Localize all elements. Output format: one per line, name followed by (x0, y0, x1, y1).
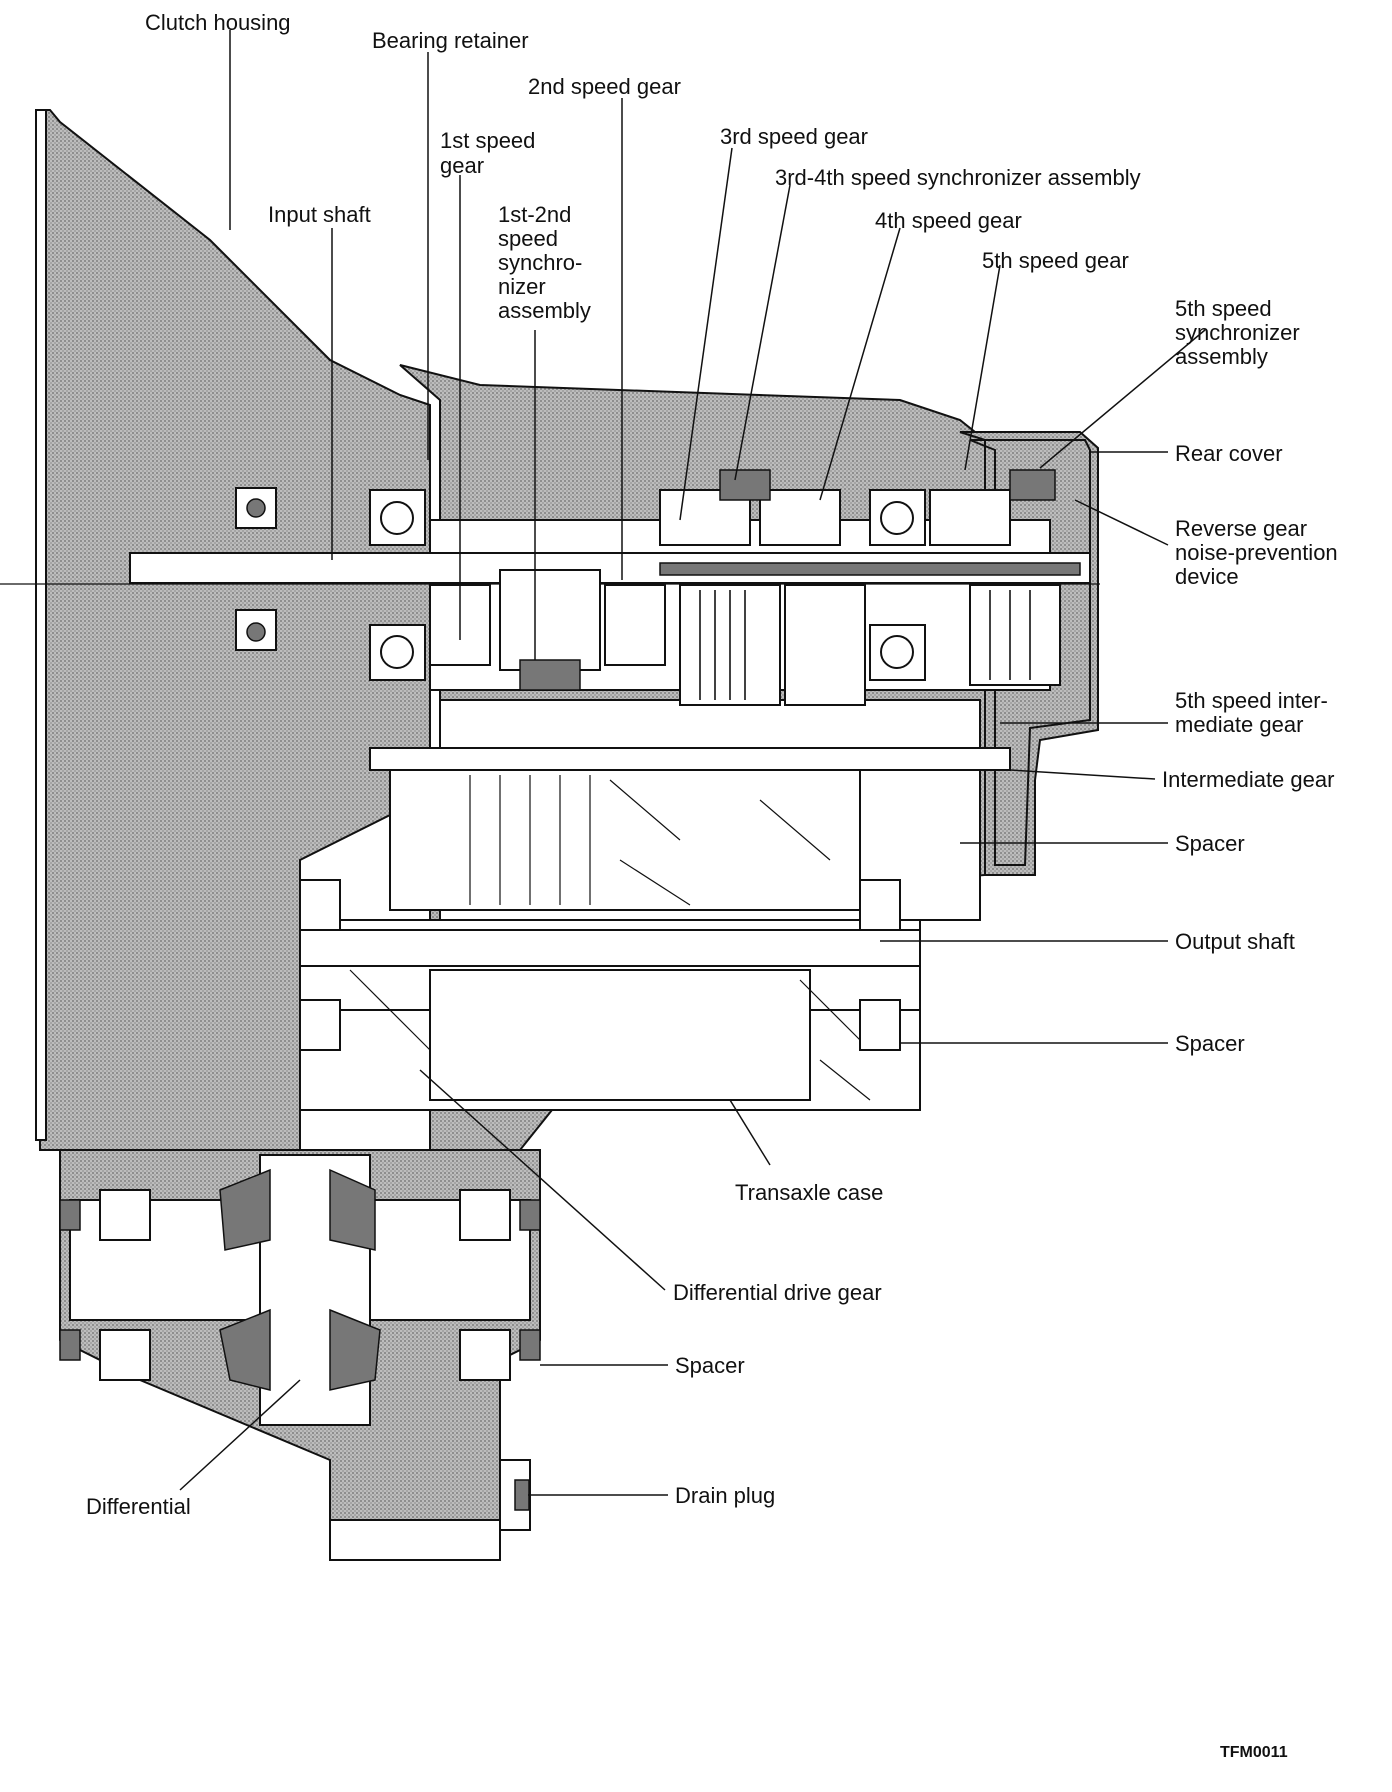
label-sync-12-2: speed (498, 226, 558, 251)
label-rear-cover: Rear cover (1175, 441, 1283, 466)
differential-internals (59, 1154, 541, 1426)
label-intermediate-gear: Intermediate gear (1162, 767, 1334, 792)
leader-lines (179, 30, 1206, 1496)
output-shaft (299, 879, 921, 1101)
label-transaxle-case: Transaxle case (735, 1180, 883, 1205)
input-bearings (369, 489, 926, 681)
label-reverse-1: Reverse gear (1175, 516, 1307, 541)
label-drain-plug: Drain plug (675, 1483, 775, 1508)
label-spacer-diff: Spacer (675, 1353, 745, 1378)
input-seal (235, 487, 277, 651)
label-sync-12-4: nizer (498, 274, 546, 299)
synchronizers (519, 469, 1056, 691)
label-sync-5-3: assembly (1175, 344, 1268, 369)
label-output-shaft: Output shaft (1175, 929, 1295, 954)
label-first-speed-gear-1: 1st speed (440, 128, 535, 153)
label-sync-12-3: synchro- (498, 250, 582, 275)
label-sync-12-1: 1st-2nd (498, 202, 571, 227)
label-fifth-inter-2: mediate gear (1175, 712, 1303, 737)
label-reverse-2: noise-prevention (1175, 540, 1338, 565)
label-reverse-3: device (1175, 564, 1239, 589)
labels: Clutch housing Bearing retainer 2nd spee… (86, 10, 1338, 1761)
intermediate-shaft (369, 747, 1011, 911)
label-fourth-speed-gear: 4th speed gear (875, 208, 1022, 233)
label-sync-12-5: assembly (498, 298, 591, 323)
figure-code: TFM0011 (1220, 1744, 1288, 1761)
upper-gears (429, 489, 1061, 706)
label-sync-5-2: synchronizer (1175, 320, 1300, 345)
label-spacer-lower: Spacer (1175, 1031, 1245, 1056)
input-shaft (0, 552, 1100, 585)
label-sync-5-1: 5th speed (1175, 296, 1272, 321)
label-spacer-upper: Spacer (1175, 831, 1245, 856)
label-sync-34: 3rd-4th speed synchronizer assembly (775, 165, 1141, 190)
label-bearing-retainer: Bearing retainer (372, 28, 529, 53)
label-diff-drive-gear: Differential drive gear (673, 1280, 882, 1305)
label-first-speed-gear-2: gear (440, 153, 484, 178)
label-fifth-inter-1: 5th speed inter- (1175, 688, 1328, 713)
label-second-speed-gear: 2nd speed gear (528, 74, 681, 99)
label-input-shaft: Input shaft (268, 202, 371, 227)
drain-plug (499, 1459, 531, 1531)
label-fifth-speed-gear: 5th speed gear (982, 248, 1129, 273)
label-third-speed-gear: 3rd speed gear (720, 124, 868, 149)
label-clutch-housing: Clutch housing (145, 10, 291, 35)
label-differential: Differential (86, 1494, 191, 1519)
